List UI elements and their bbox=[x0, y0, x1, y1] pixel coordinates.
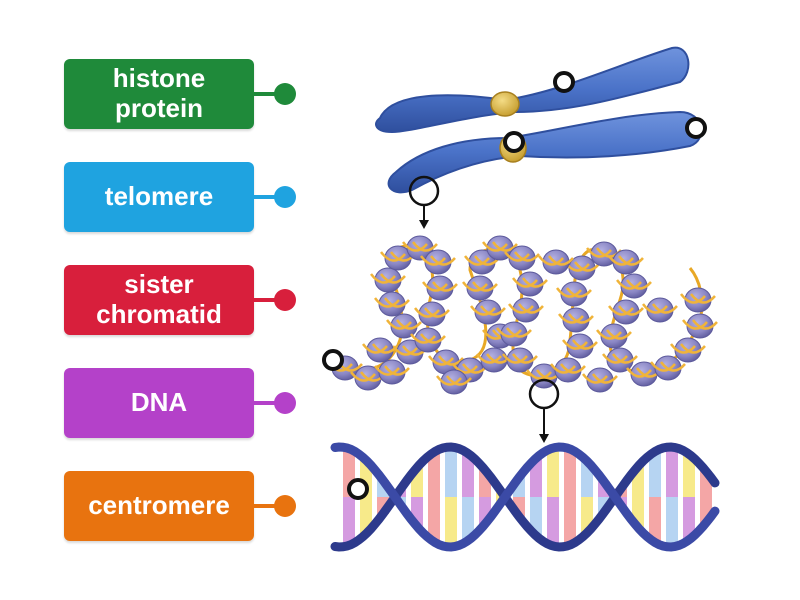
connector-sister-chromatid bbox=[254, 298, 278, 302]
hotspot-markers bbox=[322, 71, 707, 500]
label-histone-protein[interactable]: histone protein bbox=[64, 59, 254, 129]
base-pair-half bbox=[530, 497, 542, 536]
nucleosome-bead bbox=[564, 255, 600, 281]
label-sister-chromatid-line2: chromatid bbox=[96, 299, 222, 329]
base-pairs bbox=[343, 447, 712, 547]
chromosome-group bbox=[375, 46, 703, 194]
base-pair-half bbox=[445, 447, 457, 497]
hotspot-marker-2[interactable] bbox=[685, 117, 707, 139]
helix-strand-b bbox=[330, 442, 720, 552]
nucleosome-bead bbox=[608, 299, 644, 325]
base-pair-half bbox=[649, 497, 661, 543]
base-pair-half bbox=[547, 447, 559, 497]
label-telomere-text: telomere bbox=[104, 181, 214, 212]
nucleosome-bead bbox=[682, 313, 718, 339]
nucleosome-bead bbox=[374, 359, 410, 385]
connector-telomere bbox=[254, 195, 278, 199]
label-dna-text: DNA bbox=[130, 387, 188, 418]
base-pair-half bbox=[649, 451, 661, 497]
connector-dna bbox=[254, 401, 278, 405]
hotspot-marker-3[interactable] bbox=[503, 131, 525, 153]
nucleosome-bead bbox=[596, 323, 632, 349]
dna-double-helix bbox=[330, 442, 720, 552]
nucleosome-bead bbox=[608, 249, 644, 275]
nucleosome-bead bbox=[508, 297, 544, 323]
label-centromere-text: centromere bbox=[88, 490, 230, 521]
nucleosome-bead bbox=[414, 301, 450, 327]
base-pair-half bbox=[462, 453, 474, 497]
pin-dot-dna[interactable] bbox=[274, 392, 296, 414]
connector-histone-protein bbox=[254, 92, 278, 96]
zoom-arrowhead-1 bbox=[419, 220, 429, 229]
label-histone-protein-line1: histone bbox=[112, 63, 206, 94]
base-pair-half bbox=[683, 454, 695, 497]
nucleosome-bead bbox=[512, 271, 548, 297]
nucleosome-bead bbox=[422, 275, 458, 301]
nucleosome-cluster bbox=[327, 235, 718, 395]
nucleosome-bead bbox=[538, 249, 574, 275]
base-pair-half bbox=[428, 497, 440, 542]
label-sister-chromatid[interactable]: sister chromatid bbox=[64, 265, 254, 335]
nucleosome-bead bbox=[374, 291, 410, 317]
nucleosome-bead bbox=[616, 273, 652, 299]
nucleosome-bead bbox=[670, 337, 706, 363]
pin-dot-sister-chromatid[interactable] bbox=[274, 289, 296, 311]
nucleosome-bead bbox=[410, 327, 446, 353]
connector-centromere bbox=[254, 504, 278, 508]
nucleosome-bead bbox=[362, 337, 398, 363]
nucleosome-bead bbox=[428, 349, 464, 375]
nucleosome-bead bbox=[380, 245, 416, 271]
hotspot-marker-4[interactable] bbox=[322, 349, 344, 371]
label-dna[interactable]: DNA bbox=[64, 368, 254, 438]
base-pair-half bbox=[683, 497, 695, 540]
base-pair-half bbox=[462, 497, 474, 541]
base-pair-half bbox=[564, 497, 576, 545]
nucleosome-bead bbox=[602, 347, 638, 373]
nucleosome-bead bbox=[470, 299, 506, 325]
nucleosome-bead bbox=[556, 281, 592, 307]
nucleosome-bead bbox=[402, 235, 438, 261]
nucleosome-bead bbox=[436, 369, 472, 395]
label-centromere[interactable]: centromere bbox=[64, 471, 254, 541]
nucleosome-bead bbox=[582, 367, 618, 393]
pin-dot-centromere[interactable] bbox=[274, 495, 296, 517]
hotspot-marker-5[interactable] bbox=[347, 478, 369, 500]
base-pair-half bbox=[564, 449, 576, 497]
pin-dot-histone-protein[interactable] bbox=[274, 83, 296, 105]
nucleosome-bead bbox=[650, 355, 686, 381]
base-pair-half bbox=[547, 497, 559, 547]
base-pair-half bbox=[666, 497, 678, 547]
label-telomere[interactable]: telomere bbox=[64, 162, 254, 232]
helix-strand-a bbox=[330, 442, 720, 552]
zoom-arrowhead-2 bbox=[539, 434, 549, 443]
nucleosome-bead bbox=[350, 365, 386, 391]
nucleosome-bead bbox=[496, 321, 532, 347]
base-pair-half bbox=[428, 452, 440, 497]
nucleosome-bead bbox=[386, 313, 422, 339]
base-pair-half bbox=[666, 447, 678, 497]
base-pair-half bbox=[530, 458, 542, 497]
pin-dot-telomere[interactable] bbox=[274, 186, 296, 208]
nucleosome-bead bbox=[558, 307, 594, 333]
hotspot-marker-1[interactable] bbox=[553, 71, 575, 93]
chromatin-fiber bbox=[327, 235, 718, 395]
label-sister-chromatid-line1: sister bbox=[124, 269, 194, 300]
nucleosome-bead bbox=[462, 275, 498, 301]
base-pair-half bbox=[343, 497, 355, 546]
centromere-bead-top bbox=[490, 91, 520, 117]
nucleosome-bead bbox=[370, 267, 406, 293]
nucleosome-bead bbox=[642, 297, 678, 323]
nucleosome-bead bbox=[420, 249, 456, 275]
label-histone-protein-line2: protein bbox=[114, 93, 204, 123]
nucleosome-bead bbox=[562, 333, 598, 359]
nucleosome-bead bbox=[502, 347, 538, 373]
nucleosome-bead bbox=[680, 287, 716, 313]
nucleosome-bead bbox=[504, 245, 540, 271]
nucleosome-bead bbox=[550, 357, 586, 383]
base-pair-half bbox=[445, 497, 457, 547]
